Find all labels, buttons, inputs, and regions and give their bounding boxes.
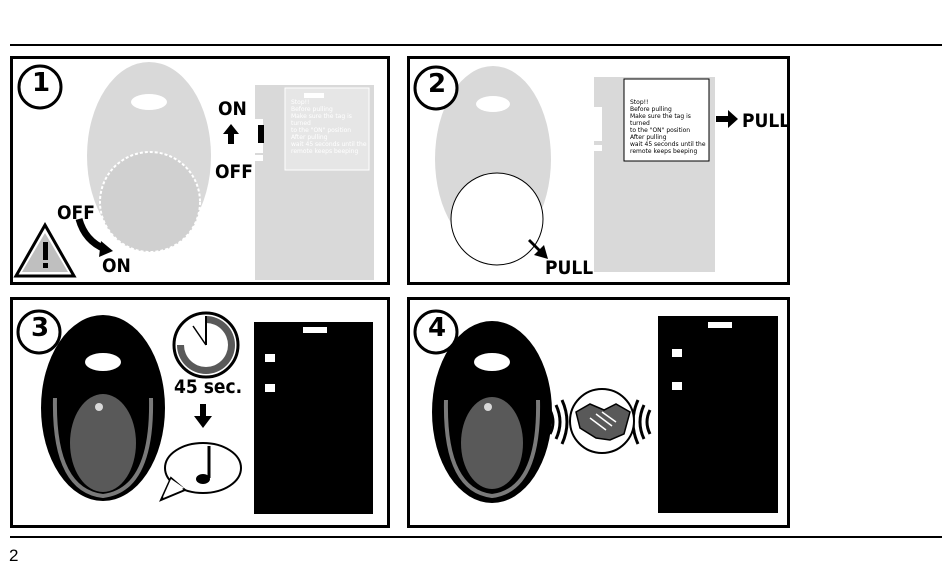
step-3-panel: 3 45 sec.	[10, 297, 390, 528]
step-4-panel: 4	[407, 297, 790, 528]
down-arrow-icon	[194, 404, 212, 428]
bottom-rule	[10, 536, 942, 538]
music-note-icon	[196, 446, 211, 484]
right-arrow-icon	[716, 110, 738, 128]
pull-bottom-label: PULL	[545, 257, 594, 279]
step-1-number: 1	[32, 68, 51, 98]
step-2-illustration	[413, 65, 738, 272]
step-4-number: 4	[428, 313, 447, 343]
step-3-illustration	[16, 309, 373, 514]
handshake-icon	[569, 388, 635, 454]
on-label: ON	[218, 98, 247, 120]
step-1-illustration	[13, 62, 374, 280]
timer-label: 45 sec.	[174, 376, 243, 398]
page-number: 2	[9, 546, 19, 565]
curved-arrow-icon	[75, 217, 113, 257]
step-4-illustration	[413, 309, 778, 513]
clock-icon	[172, 311, 240, 379]
step-2-number: 2	[428, 69, 447, 99]
right-arrow-icon	[528, 239, 548, 259]
dial-off-label: OFF	[57, 202, 95, 224]
top-rule	[10, 44, 942, 46]
pull-right-label: PULL	[742, 110, 790, 132]
warning-triangle-icon	[13, 221, 77, 278]
dial-on-label: ON	[102, 255, 131, 277]
speech-bubble-icon	[159, 442, 242, 502]
up-arrow-icon	[223, 124, 239, 144]
off-label: OFF	[215, 161, 253, 183]
step-3-number: 3	[31, 313, 50, 343]
